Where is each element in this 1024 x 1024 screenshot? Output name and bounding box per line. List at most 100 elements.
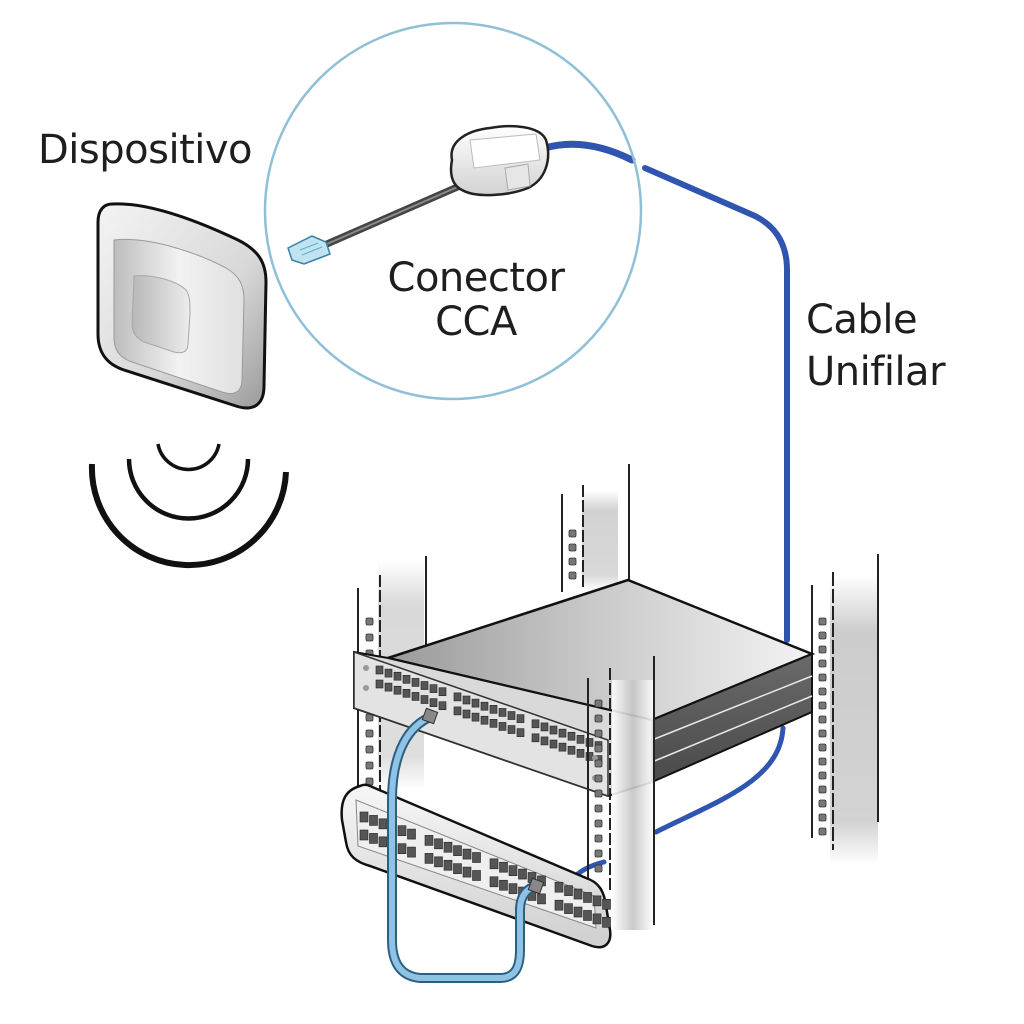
port <box>453 863 462 874</box>
port <box>583 910 592 921</box>
device-label: Dispositivo <box>38 127 253 173</box>
single-wire-cable-icon <box>541 140 790 883</box>
rack-hole <box>365 633 374 642</box>
port <box>576 749 585 758</box>
network-switch-icon <box>353 578 816 798</box>
port <box>518 868 527 880</box>
port <box>554 881 564 893</box>
rack-hole <box>568 557 577 566</box>
rack-hole <box>818 687 827 696</box>
port <box>411 678 420 687</box>
patch-cord-icon <box>387 707 545 983</box>
port <box>424 853 434 864</box>
rack-hole <box>365 761 374 770</box>
port <box>573 888 583 900</box>
rack-hole <box>594 849 603 858</box>
rack-hole <box>818 673 827 682</box>
port <box>592 895 602 907</box>
cca-connector-icon <box>287 124 550 265</box>
rack-hole <box>818 827 827 836</box>
port <box>540 722 549 732</box>
port <box>507 725 516 734</box>
port <box>480 715 489 725</box>
rack-hole <box>818 715 827 724</box>
rack-hole <box>594 699 603 708</box>
rack-hole <box>818 757 827 766</box>
rack-hole <box>594 729 603 738</box>
port <box>549 725 558 735</box>
port <box>489 719 498 728</box>
port <box>499 879 508 891</box>
port <box>402 689 411 698</box>
rack-hole <box>568 529 577 538</box>
port <box>489 876 499 888</box>
port <box>507 711 516 720</box>
rack-hole <box>818 631 827 640</box>
cable-label: Cable Unifilar <box>806 294 946 398</box>
port <box>384 682 393 692</box>
cable-label-line1: Cable <box>806 297 918 343</box>
port <box>472 870 481 881</box>
port <box>480 701 489 711</box>
rack-hole <box>818 645 827 654</box>
rack-hole <box>818 813 827 822</box>
rack-hole <box>594 819 603 828</box>
port <box>567 731 576 741</box>
port <box>549 739 558 749</box>
port <box>472 852 481 863</box>
rack-hole <box>818 799 827 808</box>
port <box>429 684 438 693</box>
port <box>558 742 567 752</box>
rack-hole <box>568 543 577 552</box>
port <box>540 736 549 746</box>
wireless-access-point-icon <box>96 202 268 410</box>
rack-hole <box>594 804 603 813</box>
rack-hole <box>818 771 827 780</box>
rack-hole <box>594 789 603 798</box>
port <box>397 843 407 854</box>
port <box>489 705 498 714</box>
device-label-text: Dispositivo <box>38 127 253 173</box>
port <box>498 722 507 731</box>
port <box>407 828 416 840</box>
port <box>462 709 471 719</box>
port <box>567 745 576 755</box>
port <box>471 712 480 722</box>
port <box>592 913 602 925</box>
port <box>576 735 585 744</box>
rack-hole <box>365 729 374 738</box>
port <box>420 695 429 704</box>
port <box>359 811 369 823</box>
port <box>602 916 611 928</box>
magnifier-circle <box>263 21 643 401</box>
rack-hole <box>594 744 603 753</box>
port <box>531 719 540 729</box>
cable-label-line2: Unifilar <box>806 349 946 395</box>
port <box>424 835 434 846</box>
port <box>508 865 518 876</box>
port <box>407 846 416 858</box>
port <box>558 728 567 738</box>
port <box>438 687 447 697</box>
connector-label: Conector CCA <box>376 256 576 344</box>
wireless-signal-waves-icon <box>88 443 289 568</box>
port <box>516 714 525 723</box>
port <box>564 885 573 896</box>
port <box>443 841 453 853</box>
port <box>453 692 462 702</box>
port <box>438 701 447 711</box>
port <box>508 883 518 894</box>
port <box>471 698 480 708</box>
port <box>498 708 507 717</box>
port <box>384 668 393 678</box>
rack-hole <box>818 729 827 738</box>
port <box>393 671 402 681</box>
port <box>453 706 462 716</box>
port <box>462 695 471 705</box>
port <box>429 698 438 707</box>
connector-label-line2: CCA <box>435 299 517 345</box>
rack-hole <box>594 864 603 873</box>
port <box>393 685 402 695</box>
port <box>516 728 525 737</box>
